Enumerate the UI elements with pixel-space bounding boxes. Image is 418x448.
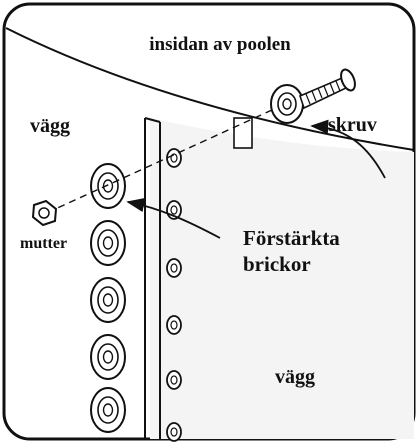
flange-hole — [166, 422, 182, 442]
flange-hole — [166, 370, 182, 390]
washer-icon — [90, 334, 126, 380]
washer-icon — [90, 163, 126, 209]
washers-label-line1: Förstärkta — [243, 226, 340, 250]
wall-panel-right — [150, 118, 414, 439]
pool-inside-label: insidan av poolen — [149, 34, 291, 55]
washer-label-arrow — [126, 197, 221, 239]
screw-label: skruv — [328, 114, 377, 136]
nut-label: mutter — [20, 235, 67, 252]
flange-top — [144, 117, 161, 123]
screw-icon — [270, 68, 356, 124]
wall-left-label: vägg — [30, 115, 70, 137]
connector-plate — [233, 117, 253, 149]
washer-stack — [90, 163, 126, 433]
wall-right-label: vägg — [275, 366, 315, 388]
washers-label-line2: brickor — [243, 252, 311, 276]
flange-hole — [166, 148, 182, 168]
washer-icon — [90, 220, 126, 266]
washer-icon — [90, 277, 126, 323]
washer-icon — [90, 387, 126, 433]
nut-icon — [31, 199, 58, 227]
screw-to-washer-arrow — [310, 119, 386, 179]
bolt-axis-dashed-line — [39, 109, 273, 217]
flange-hole — [166, 258, 182, 278]
flange-hole — [166, 315, 182, 335]
flange-holes — [166, 148, 182, 442]
